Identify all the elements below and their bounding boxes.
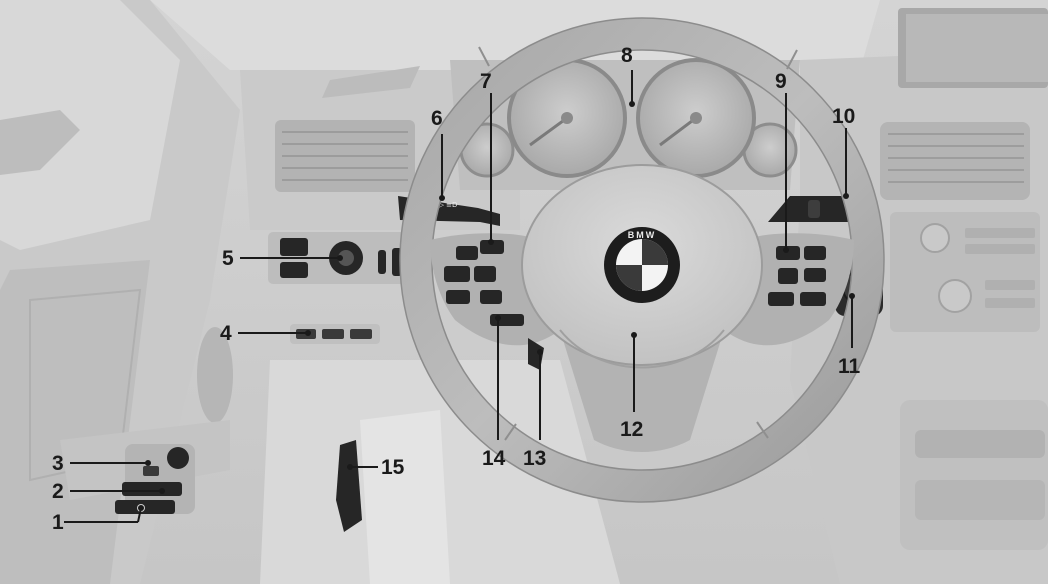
callouts: 1 2 3 4 5 6 7 8 9 10 (52, 44, 861, 534)
callout-8: 8 (621, 44, 633, 67)
hood-release-lever[interactable] (336, 440, 362, 532)
vent-slats (282, 131, 408, 181)
callout-7: 7 (480, 70, 492, 93)
door-speaker (197, 327, 233, 423)
bmw-logo-quarter-1 (642, 239, 668, 265)
leader-10-dot (843, 193, 849, 199)
storage-tray (915, 430, 1045, 458)
door-panel (0, 260, 150, 584)
center-vent-slats (888, 133, 1024, 183)
leader-4-dot (305, 330, 311, 336)
speedometer-needle (529, 116, 568, 147)
leader-7-dot (488, 239, 494, 245)
leader-13-dot (537, 349, 543, 355)
selection-wheel[interactable] (778, 268, 798, 284)
leader-8-dot (629, 101, 635, 107)
window-switch-front[interactable] (115, 500, 175, 514)
volume-up-button[interactable] (804, 246, 826, 260)
bmw-logo-text: BMW (628, 230, 657, 240)
callout-11: 11 (838, 355, 861, 378)
leader-2-dot (159, 488, 165, 494)
cruise-cancel-button[interactable] (446, 290, 470, 304)
lower-console-bin (915, 480, 1045, 520)
display-glass (906, 14, 1048, 82)
callout-15: 15 (381, 456, 405, 479)
dimmer-wheel[interactable] (378, 250, 386, 274)
rear-fog-button[interactable] (280, 262, 308, 278)
right-spoke-buttons (768, 246, 826, 306)
callout-9: 9 (775, 70, 787, 93)
callout-12: 12 (620, 418, 643, 441)
leader-6-dot (439, 195, 445, 201)
tune-knob[interactable] (938, 279, 972, 313)
window-switch-rear[interactable] (122, 482, 182, 496)
callout-13: 13 (523, 447, 546, 470)
floor-mat (360, 410, 450, 584)
mode-button[interactable] (776, 246, 800, 260)
callout-5: 5 (222, 247, 234, 270)
cruise-resume-button[interactable] (444, 266, 470, 282)
leader-1-dot (138, 505, 144, 511)
mirror-adjust-switch[interactable] (167, 447, 189, 469)
left-spoke-buttons (444, 240, 504, 304)
cruise-limit-button[interactable] (480, 240, 504, 254)
rim-seams (478, 46, 798, 441)
strip-button-3[interactable] (350, 329, 372, 339)
cruise-set-button[interactable] (456, 246, 478, 260)
light-switch-knob-icon (338, 250, 354, 266)
callout-6: 6 (431, 107, 443, 130)
speedometer-hub (561, 112, 573, 124)
leader-15-dot (347, 464, 353, 470)
leader-9-dot (783, 247, 789, 253)
callout-1: 1 (52, 511, 64, 534)
fog-light-button[interactable] (280, 238, 308, 256)
side-mirror-housing (0, 110, 80, 175)
steering-column-lever[interactable] (490, 314, 524, 326)
center-air-vent (880, 122, 1030, 200)
callout-2: 2 (52, 480, 64, 503)
leader-5-dot (337, 255, 343, 261)
strip-button-2[interactable] (322, 329, 344, 339)
tachometer-needle (659, 116, 697, 147)
climate-panel (900, 400, 1048, 550)
steering-wheel-rim[interactable] (400, 18, 884, 502)
cruise-rocker[interactable] (474, 266, 496, 282)
leader-12-dot (631, 332, 637, 338)
callout-14: 14 (482, 447, 506, 470)
mirror-select-switch[interactable] (143, 466, 159, 476)
callout-3: 3 (52, 452, 64, 475)
leader-3-dot (145, 460, 151, 466)
leader-14-dot (495, 315, 501, 321)
cruise-distance-button[interactable] (480, 290, 502, 304)
volume-knob[interactable] (920, 223, 950, 253)
wiper-rotary-switch[interactable] (808, 200, 820, 218)
airbag-lower-edge (559, 329, 725, 369)
phone-button[interactable] (768, 292, 794, 306)
leader-11-dot (849, 293, 855, 299)
door-window (0, 0, 180, 250)
steering-wheel-outer-edge (399, 17, 885, 503)
radio-buttons (965, 228, 1035, 308)
bmw-logo-quarter-2 (616, 265, 642, 291)
defrost-vent (322, 66, 420, 98)
volume-down-button[interactable] (804, 268, 826, 282)
tachometer-hub (690, 112, 702, 124)
callout-10: 10 (832, 105, 855, 128)
voice-command-button[interactable] (800, 292, 826, 306)
callout-4: 4 (220, 322, 232, 345)
